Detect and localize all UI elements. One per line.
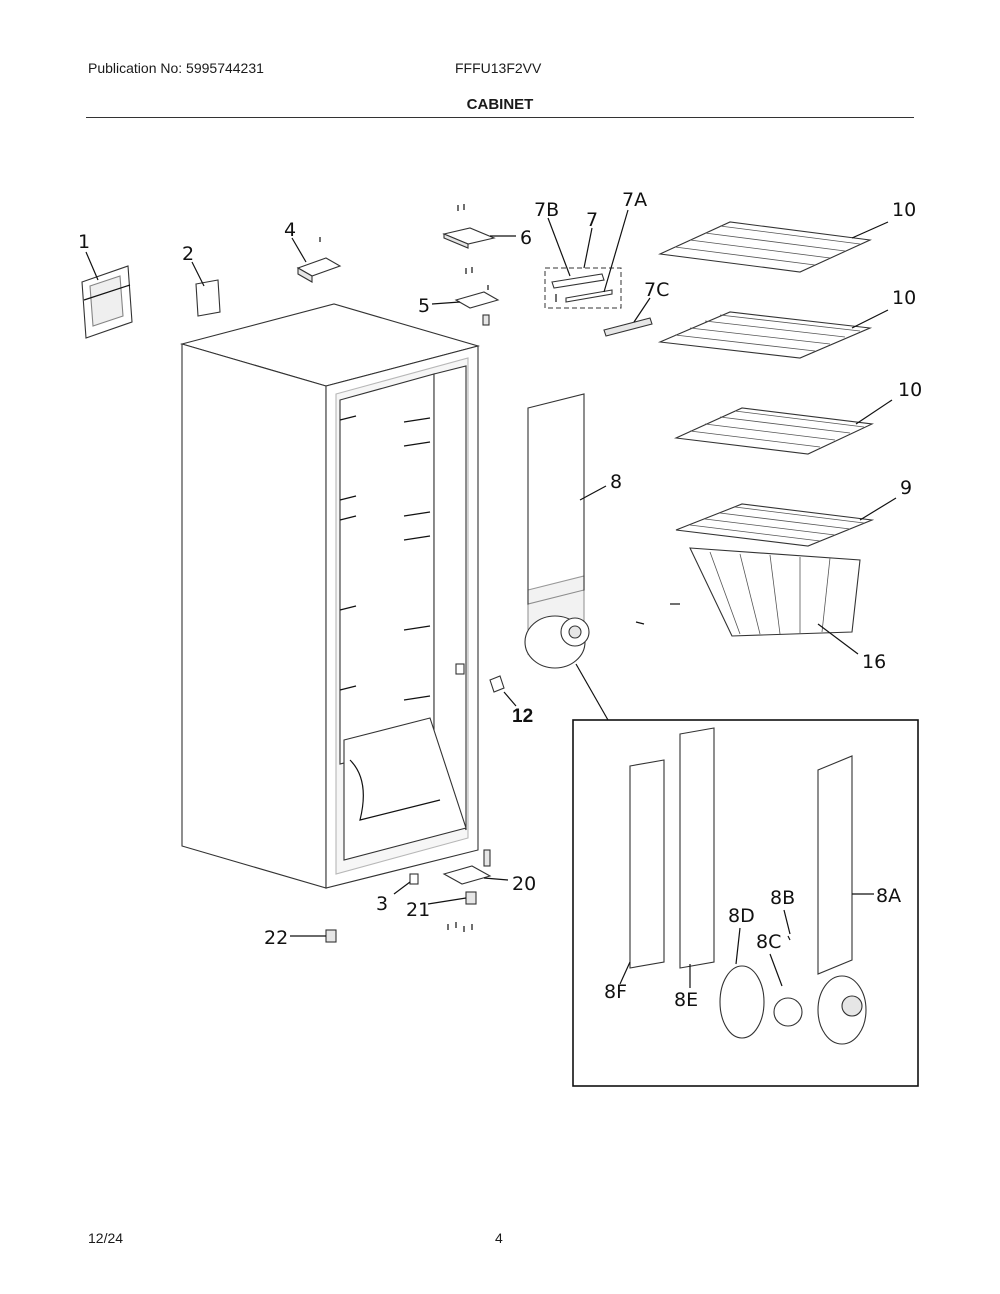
part-top-hinge: [442, 204, 496, 249]
model-number: FFFU13F2VV: [455, 60, 542, 76]
callout-1: 1: [78, 231, 90, 253]
callout-9: 9: [900, 477, 912, 499]
part-shelf-middle: [657, 311, 873, 359]
publication-number: Publication No: 5995744231: [88, 60, 264, 76]
callout-2: 2: [182, 243, 194, 265]
callout-8f: 8F: [604, 981, 627, 1003]
part-rear-panel: [81, 265, 133, 339]
callout-20: 20: [512, 873, 536, 895]
part-air-duct: [524, 393, 590, 669]
callout-labels: 1 2 3 4 5 6 7 7A 7B 7C 8 8A 8B 8C 8D 8E …: [78, 189, 922, 1011]
callout-7a: 7A: [622, 189, 647, 211]
page-title: CABINET: [466, 96, 534, 113]
callout-8c: 8C: [756, 931, 781, 953]
header-rule: [86, 117, 914, 118]
callout-5: 5: [418, 295, 430, 317]
callout-8: 8: [610, 471, 622, 493]
callout-7c: 7C: [644, 279, 669, 301]
callout-22: 22: [264, 927, 288, 949]
part-basket: [635, 503, 875, 637]
callout-10-top: 10: [892, 199, 916, 221]
callout-10-lower: 10: [898, 379, 922, 401]
part-shelf-top: [658, 221, 872, 273]
cabinet-body: [179, 303, 481, 889]
leader-lines: [85, 209, 897, 988]
callout-8e: 8E: [674, 989, 698, 1011]
part-shelf-lower: [673, 407, 874, 455]
part-hinge-plate: [454, 267, 500, 326]
callout-7b: 7B: [534, 199, 559, 221]
footer-page-number: 4: [495, 1230, 503, 1246]
part-label-card: [195, 279, 221, 317]
callout-3: 3: [376, 893, 388, 915]
duct-inset-box: [572, 719, 919, 1087]
part-bottom-hinge: [325, 849, 492, 943]
callout-21: 21: [406, 899, 430, 921]
callout-12: 12: [512, 706, 533, 727]
callout-16: 16: [862, 651, 886, 673]
callout-8d: 8D: [728, 905, 755, 927]
part-hinge-cover: [296, 237, 342, 283]
callout-10-middle: 10: [892, 287, 916, 309]
footer-date: 12/24: [88, 1230, 124, 1246]
callout-8b: 8B: [770, 887, 795, 909]
part-bracket-group: [544, 267, 653, 337]
callout-6: 6: [520, 227, 532, 249]
callout-7: 7: [586, 209, 598, 231]
part-switch: [489, 675, 505, 693]
callout-4: 4: [284, 219, 296, 241]
callout-8a: 8A: [876, 885, 901, 907]
